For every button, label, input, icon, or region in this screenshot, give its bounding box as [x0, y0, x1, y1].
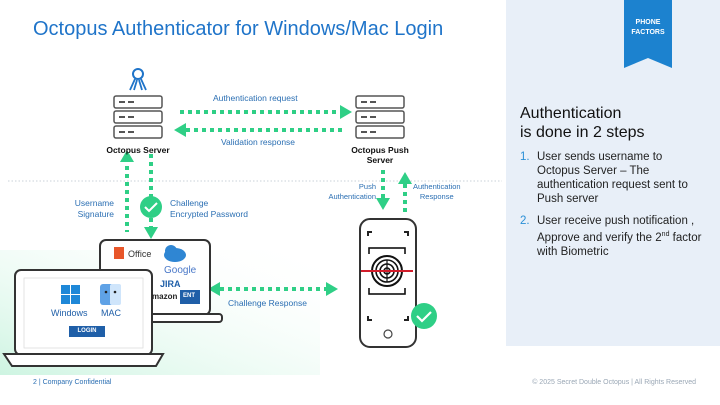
encrypted-password-label: Encrypted Password — [170, 209, 248, 219]
validation-response-arrow — [174, 123, 346, 137]
push-server-label-line1: Octopus Push — [351, 145, 409, 155]
challenge-check-icon — [140, 196, 162, 218]
step-item: 1. User sends username to Octopus Server … — [520, 150, 705, 206]
cloud-icon — [164, 245, 186, 262]
auth-request-arrow — [180, 105, 352, 119]
challenge-response-arrow — [208, 282, 338, 296]
challenge-label: Challenge Encrypted Password — [170, 198, 248, 220]
badge-line2: FACTORS — [631, 29, 665, 36]
badge-line1: PHONE — [635, 19, 661, 26]
push-server-label: Octopus Push Server — [344, 145, 416, 165]
mac-finder-icon — [100, 284, 121, 305]
octopus-server-icon — [113, 95, 163, 139]
auth-request-label: Authentication request — [213, 93, 298, 103]
authresp-label-line2: Response — [419, 192, 454, 201]
step-number: 2. — [520, 215, 530, 227]
mac-label: MAC — [101, 308, 121, 318]
step-superscript: nd — [661, 231, 670, 238]
push-label-line1: Push — [358, 182, 376, 191]
step-text-end: factor with Biometric — [537, 231, 702, 258]
authentication-response-label: Authentication Response — [413, 182, 461, 202]
signature-label: Signature — [77, 209, 114, 219]
jira-label: JIRA — [160, 279, 181, 289]
step-text: User sends username to Octopus Server – … — [537, 151, 688, 205]
push-authentication-arrow — [376, 170, 390, 210]
challenge-label-line1: Challenge — [170, 198, 209, 208]
office-label: Office — [128, 249, 152, 259]
office-icon — [114, 247, 124, 259]
amazon-label: mazon — [152, 292, 178, 301]
step-number: 1. — [520, 151, 530, 163]
footer-right: © 2025 Secret Double Octopus | All Right… — [532, 379, 696, 386]
octopus-logo-icon — [129, 68, 147, 91]
phone-check-icon — [411, 303, 437, 329]
auth-heading-line1: Authentication — [520, 105, 622, 122]
challenge-arrow — [144, 154, 158, 239]
enterprise-icon — [180, 290, 200, 304]
auth-heading: Authentication is done in 2 steps — [520, 104, 645, 142]
username-signature-arrow — [120, 150, 134, 232]
validation-response-label: Validation response — [221, 137, 296, 147]
step-item: 2. User receive push notification , Appro… — [520, 214, 705, 259]
push-server-icon — [355, 95, 405, 139]
challenge-response-label: Challenge Response — [228, 298, 307, 308]
google-label: Google — [164, 265, 197, 276]
ent-label: ENT — [183, 293, 195, 299]
username-label: Username — [74, 198, 114, 208]
step-text: User receive push notification , Approve… — [537, 215, 695, 244]
push-authentication-label: Push Authentication — [310, 182, 376, 202]
login-button-bg — [69, 326, 105, 337]
username-signature-label: Username Signature — [50, 198, 114, 220]
phone-factors-badge: PHONE FACTORS — [624, 0, 672, 68]
authentication-response-arrow — [398, 172, 412, 212]
octopus-server-label: Octopus Server — [106, 145, 170, 155]
login-button[interactable]: LOGIN — [77, 328, 97, 334]
side-panel — [506, 0, 720, 346]
windows-label: Windows — [51, 308, 88, 318]
windows-logo-icon — [61, 285, 80, 304]
authresp-label-line1: Authentication — [413, 182, 461, 191]
front-laptop — [2, 269, 165, 367]
steps-list: 1. User sends username to Octopus Server … — [520, 150, 705, 267]
auth-heading-line2: is done in 2 steps — [520, 124, 645, 141]
fingerprint-icon — [361, 247, 413, 295]
push-label-line2: Authentication — [328, 192, 376, 201]
push-server-label-line2: Server — [366, 155, 394, 165]
footer-left: 2 | Company Confidential — [33, 379, 112, 386]
page-title: Octopus Authenticator for Windows/Mac Lo… — [33, 18, 444, 40]
